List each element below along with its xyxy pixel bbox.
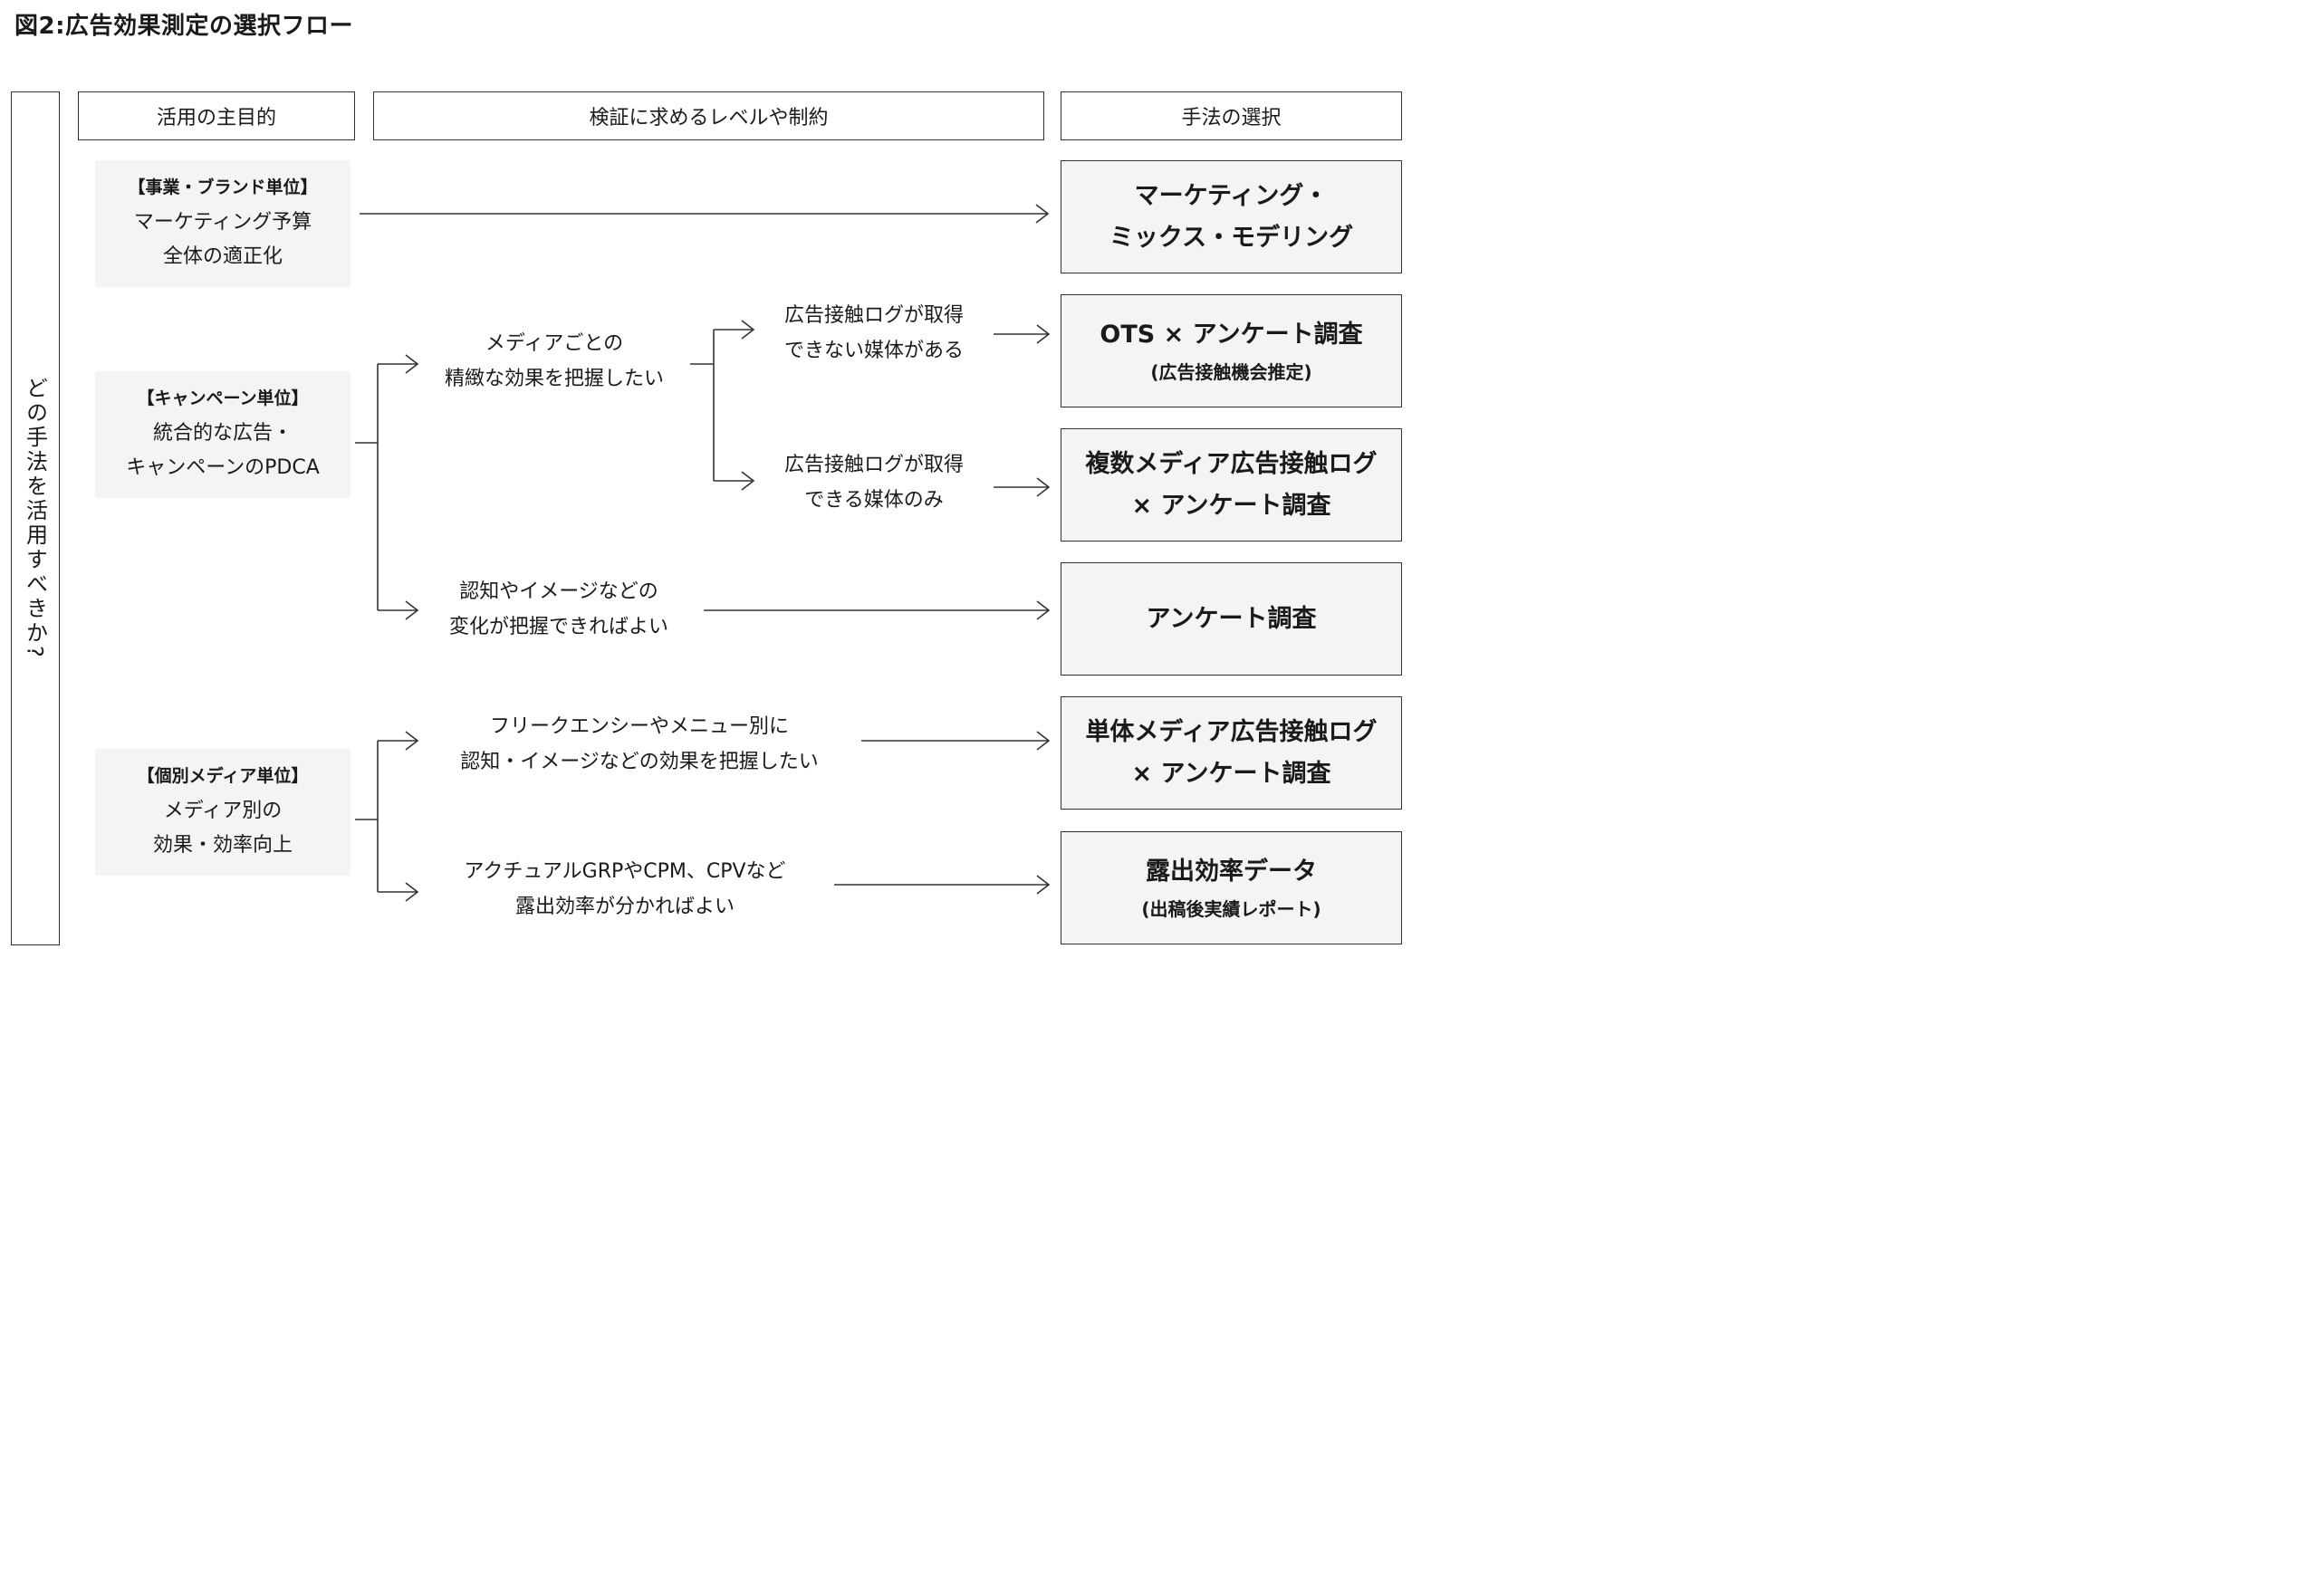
method-multi-log-survey: 複数メディア広告接触ログ × アンケート調査	[1061, 428, 1402, 542]
header-constraints: 検証に求めるレベルや制約	[373, 91, 1044, 140]
header-method: 手法の選択	[1061, 91, 1402, 140]
condition-no-log-line1: 広告接触ログが取得	[783, 304, 964, 327]
method-survey-line1: アンケート調査	[1146, 604, 1317, 633]
method-survey: アンケート調査	[1061, 562, 1402, 676]
condition-precise: メディアごとの 精緻な効果を把握したい	[418, 324, 690, 398]
condition-precise-line2: 精緻な効果を把握したい	[444, 368, 664, 390]
method-single-log-line1: 単体メディア広告接触ログ	[1085, 717, 1378, 746]
condition-precise-line1: メディアごとの	[485, 332, 624, 355]
method-ots-survey: OTS × アンケート調査 (広告接触機会推定)	[1061, 294, 1402, 407]
method-mmm-line1: マーケティング・	[1134, 181, 1329, 210]
category-media-line1: メディア別の	[163, 799, 283, 822]
condition-frequency-line2: 認知・イメージなどの効果を把握したい	[460, 751, 819, 773]
flow-connectors	[355, 204, 1051, 902]
condition-actual-line1: アクチュアルGRPやCPM、CPVなど	[464, 860, 786, 883]
method-mmm-line2: ミックス・モデリング	[1109, 223, 1354, 252]
method-exposure-line1: 露出効率データ	[1146, 857, 1317, 886]
condition-log-only-line2: できる媒体のみ	[804, 489, 944, 512]
category-business-line1: マーケティング予算	[133, 210, 312, 234]
category-media-label: 【個別メディア単位】	[137, 765, 309, 786]
method-single-log-line2: × アンケート調査	[1131, 759, 1331, 788]
condition-no-log: 広告接触ログが取得 できない媒体がある	[755, 296, 993, 370]
method-exposure-sub: (出稿後実績レポート)	[1141, 897, 1321, 920]
method-mmm: マーケティング・ ミックス・モデリング	[1061, 160, 1402, 273]
condition-awareness-line2: 変化が把握できればよい	[448, 616, 668, 638]
method-single-log-survey: 単体メディア広告接触ログ × アンケート調査	[1061, 696, 1402, 810]
header-method-label: 手法の選択	[1181, 107, 1282, 129]
category-business-line2: 全体の適正化	[162, 244, 283, 268]
header-purpose-label: 活用の主目的	[156, 107, 276, 129]
condition-no-log-line2: できない媒体がある	[783, 340, 964, 362]
side-question-text: どの手法を活用すべきか?	[22, 377, 48, 660]
condition-actual: アクチュアルGRPやCPM、CPVなど 露出効率が分かればよい	[418, 852, 831, 926]
category-business-label: 【事業・ブランド単位】	[128, 177, 318, 197]
category-campaign-line1: 統合的な広告・	[152, 421, 293, 445]
condition-actual-line2: 露出効率が分かればよい	[514, 896, 735, 918]
method-ots-survey-sub: (広告接触機会推定)	[1150, 360, 1312, 383]
side-question-box: どの手法を活用すべきか?	[11, 91, 60, 945]
category-campaign-line2: キャンペーンのPDCA	[126, 455, 320, 479]
condition-awareness: 認知やイメージなどの 変化が把握できればよい	[418, 572, 699, 647]
method-ots-survey-line1: OTS × アンケート調査	[1100, 320, 1363, 349]
method-multi-log-line1: 複数メディア広告接触ログ	[1085, 449, 1378, 478]
diagram-title: 図2:広告効果測定の選択フロー	[14, 13, 353, 40]
condition-log-only: 広告接触ログが取得 できる媒体のみ	[755, 446, 993, 520]
category-campaign: 【キャンペーン単位】 統合的な広告・ キャンペーンのPDCA	[95, 371, 351, 498]
condition-frequency: フリークエンシーやメニュー別に 認知・イメージなどの効果を把握したい	[418, 707, 860, 781]
method-exposure-data: 露出効率データ (出稿後実績レポート)	[1061, 831, 1402, 944]
condition-log-only-line1: 広告接触ログが取得	[783, 454, 964, 476]
category-media-line2: 効果・効率向上	[152, 833, 293, 857]
condition-frequency-line1: フリークエンシーやメニュー別に	[489, 715, 789, 738]
category-media: 【個別メディア単位】 メディア別の 効果・効率向上	[95, 749, 351, 876]
condition-awareness-line1: 認知やイメージなどの	[459, 580, 658, 603]
method-multi-log-line2: × アンケート調査	[1131, 491, 1331, 520]
category-campaign-label: 【キャンペーン単位】	[137, 388, 309, 408]
category-business: 【事業・ブランド単位】 マーケティング予算 全体の適正化	[95, 160, 351, 287]
header-purpose: 活用の主目的	[78, 91, 355, 140]
header-constraints-label: 検証に求めるレベルや制約	[589, 107, 829, 129]
